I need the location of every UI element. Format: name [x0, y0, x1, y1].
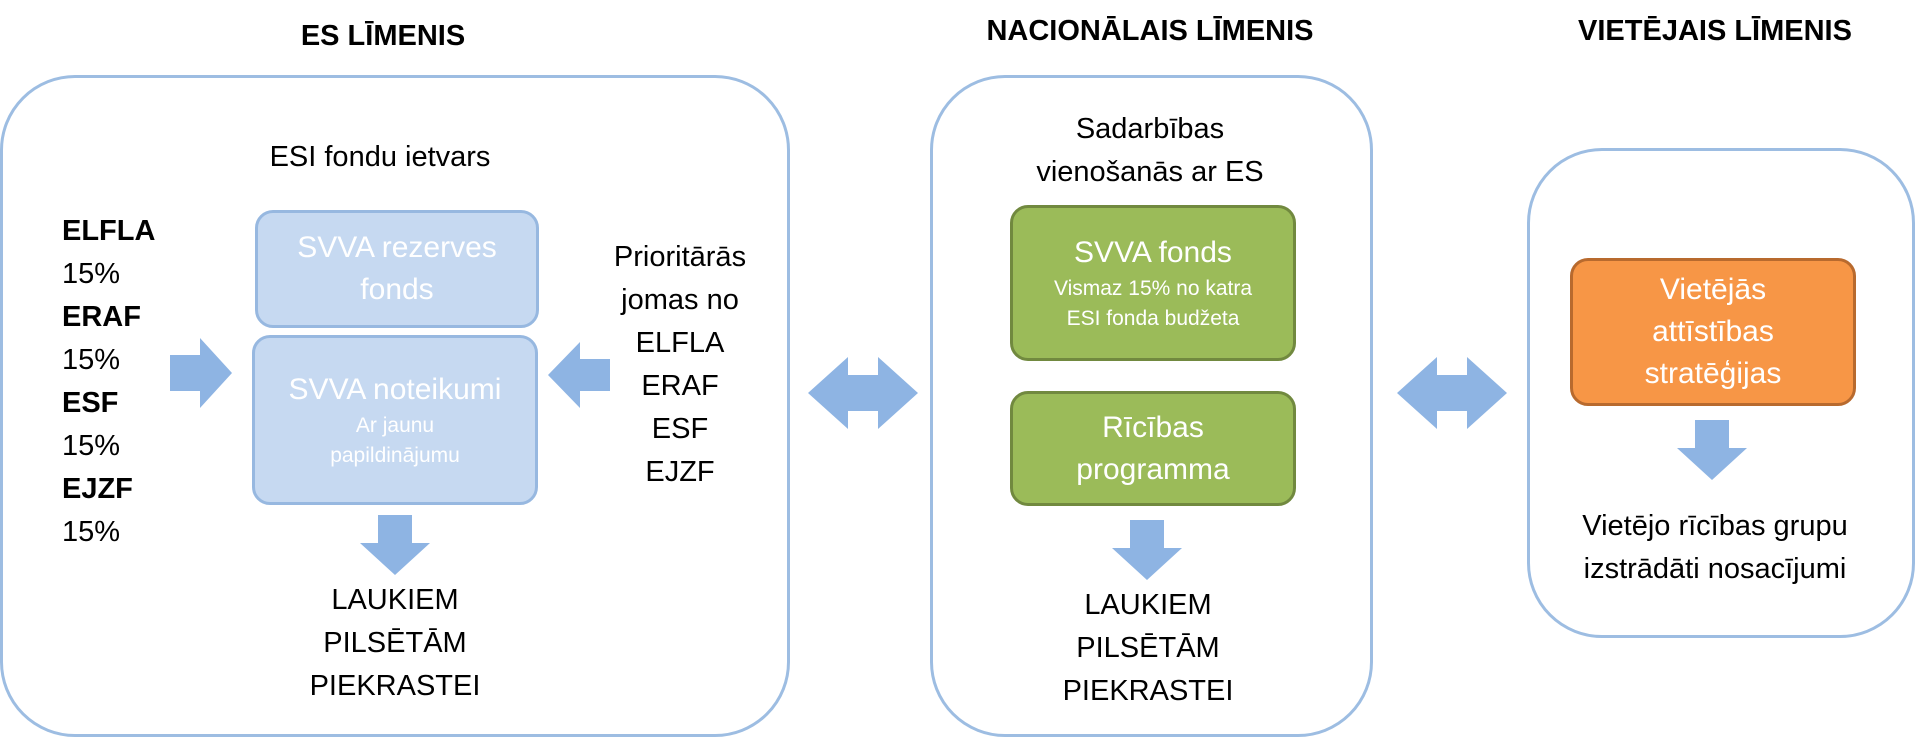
fund-pct: 15% — [62, 516, 121, 548]
priority-line: ELFLA — [635, 327, 725, 359]
strategy-line3: stratēģijas — [1644, 357, 1782, 390]
clld-fund-sub2: ESI fonda budžeta — [1066, 307, 1240, 330]
clld-fund-sub1: Vismaz 15% no katra — [1053, 277, 1253, 300]
clld-fund-box: SVVA fonds Vismaz 15% no katra ESI fonda… — [1010, 205, 1296, 361]
priority-line: EJZF — [645, 456, 715, 488]
cooperation-agreement-label: Sadarbības vienošanās ar ES — [1000, 108, 1300, 194]
programme-line2: programma — [1076, 452, 1230, 486]
reserve-fund-line1: SVVA rezerves — [297, 231, 497, 264]
priority-line: ESF — [651, 413, 709, 445]
left-arrow-icon — [548, 342, 610, 408]
agreement-line: Sadarbības — [1075, 113, 1225, 145]
fund-name: ERAF — [62, 301, 141, 333]
target-line: LAUKIEM — [331, 584, 459, 616]
action-programme-box: Rīcības programma — [1010, 391, 1296, 506]
double-arrow-icon — [808, 357, 918, 429]
fund-share-list: ELFLA 15% ERAF 15% ESF 15% EJZF 15% — [62, 210, 155, 554]
agreement-line: vienošanās ar ES — [1036, 156, 1264, 188]
national-level-title: NACIONĀLAIS LĪMENIS — [986, 15, 1314, 47]
strategy-line2: attīstības — [1652, 315, 1774, 348]
fund-pct: 15% — [62, 430, 121, 462]
target-line: PILSĒTĀM — [323, 627, 467, 659]
eu-level-title: ES LĪMENIS — [300, 20, 466, 52]
programme-line1: Rīcības — [1102, 410, 1204, 444]
fund-pct: 15% — [62, 258, 121, 290]
fund-name: ELFLA — [62, 215, 156, 247]
strategy-line1: Vietējās — [1659, 273, 1767, 306]
target-line: PILSĒTĀM — [1076, 632, 1220, 664]
fund-name: EJZF — [62, 473, 133, 505]
double-arrow-icon — [1397, 357, 1507, 429]
down-arrow-icon — [1677, 420, 1747, 480]
local-strategy-box: Vietējās attīstības stratēģijas — [1570, 258, 1856, 406]
reserve-fund-box: SVVA rezerves fonds — [255, 210, 539, 328]
priority-line: ERAF — [641, 370, 719, 402]
clld-fund-main: SVVA fonds — [1074, 236, 1232, 269]
conditions-line: Vietējo rīcības grupu — [1582, 510, 1848, 542]
eu-targets-label: LAUKIEM PILSĒTĀM PIEKRASTEI — [270, 579, 520, 708]
priority-areas-label: Prioritārās jomas no ELFLA ERAF ESF EJZF — [590, 236, 770, 494]
esi-framework-label: ESI fondu ietvars — [269, 141, 491, 173]
target-line: PIEKRASTEI — [309, 670, 481, 702]
local-level-title: VIETĒJAIS LĪMENIS — [1578, 15, 1852, 47]
fund-name: ESF — [62, 387, 119, 419]
priority-line: Prioritārās — [613, 241, 747, 273]
rules-sub1: Ar jaunu — [355, 414, 435, 437]
national-targets-label: LAUKIEM PILSĒTĀM PIEKRASTEI — [1023, 584, 1273, 713]
conditions-line: izstrādāti nosacījumi — [1583, 553, 1847, 585]
rules-box: SVVA noteikumi Ar jaunu papildinājumu — [252, 335, 538, 505]
reserve-fund-line2: fonds — [360, 273, 434, 306]
down-arrow-icon — [1112, 520, 1182, 580]
target-line: PIEKRASTEI — [1062, 675, 1234, 707]
lag-conditions-label: Vietējo rīcības grupu izstrādāti nosacīj… — [1555, 505, 1875, 591]
priority-line: jomas no — [621, 284, 739, 316]
target-line: LAUKIEM — [1084, 589, 1212, 621]
right-arrow-icon — [170, 338, 232, 408]
rules-main: SVVA noteikumi — [288, 373, 502, 406]
fund-pct: 15% — [62, 344, 121, 376]
down-arrow-icon — [360, 515, 430, 575]
rules-sub2: papildinājumu — [330, 444, 460, 467]
